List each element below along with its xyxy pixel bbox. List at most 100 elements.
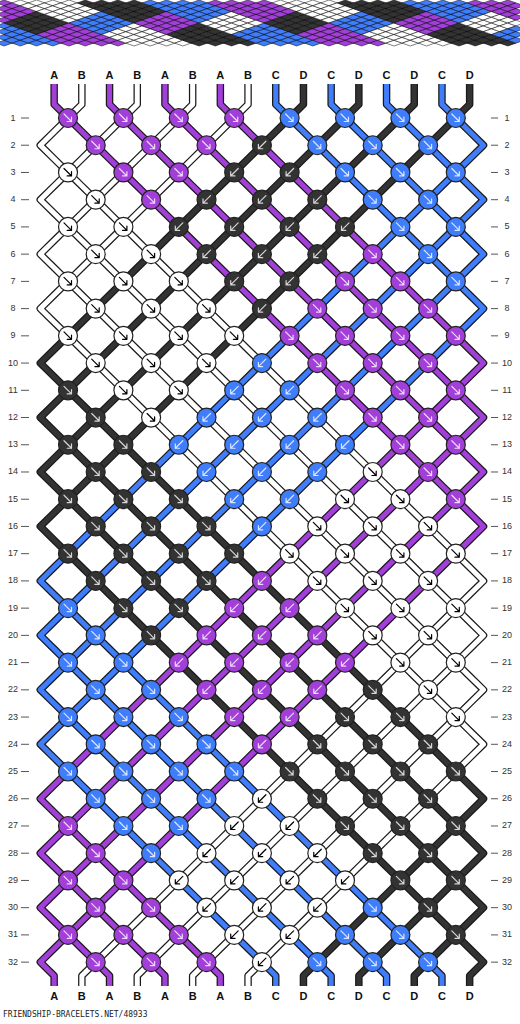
strand-letter: A (161, 991, 169, 1002)
strand-line (40, 84, 483, 986)
knot (363, 408, 382, 427)
watermark: FRIENDSHIP-BRACELETS.NET/48933 (3, 1011, 148, 1019)
knot-arrow (175, 876, 183, 884)
knot-arrow (119, 768, 127, 776)
knot-circle (169, 490, 188, 509)
knot-arrow (203, 522, 211, 530)
knot-arrow (396, 441, 404, 449)
knot (391, 326, 410, 345)
knot-circle (446, 925, 465, 944)
knot-circle (419, 517, 438, 536)
knot (336, 871, 355, 890)
knot-circle (419, 299, 438, 318)
knot-arrow (369, 795, 377, 803)
knot-arrow (424, 414, 432, 422)
knot (59, 925, 78, 944)
knot-circle (336, 544, 355, 563)
knot (252, 462, 271, 481)
strand-line (40, 84, 483, 986)
knot-circle (142, 789, 161, 808)
knot (419, 898, 438, 917)
strand-letter: D (299, 70, 307, 81)
knot-circle (197, 735, 216, 754)
knot-circle (225, 490, 244, 509)
knot (225, 925, 244, 944)
knot-circle (363, 354, 382, 373)
row-number: 15 (502, 495, 512, 504)
knot (336, 163, 355, 182)
knot-circle (86, 898, 105, 917)
knot-arrow (424, 577, 432, 585)
knot-circle (169, 435, 188, 454)
knot-circle (169, 708, 188, 727)
preview-knot (508, 20, 520, 26)
knot (419, 245, 438, 264)
knot-circle (225, 217, 244, 236)
row-tick (21, 717, 29, 718)
knot (142, 408, 161, 427)
knot-arrow (313, 577, 321, 585)
row-tick (491, 689, 498, 690)
knot-circle (446, 435, 465, 454)
preview-knot (248, 26, 264, 32)
knot-circle (114, 599, 133, 618)
knot-circle (446, 599, 465, 618)
row-tick (21, 254, 29, 255)
strand-letter: D (355, 991, 363, 1002)
row-tick (21, 363, 29, 364)
row-tick (21, 118, 29, 119)
knot-circle (391, 599, 410, 618)
knot-arrow (231, 713, 239, 721)
strand-outline (40, 84, 483, 986)
knot (252, 626, 271, 645)
row-tick (491, 580, 498, 581)
knot-arrow (231, 441, 239, 449)
strand-outline (40, 84, 483, 986)
row-number: 31 (8, 930, 18, 939)
knot (419, 789, 438, 808)
knot (252, 245, 271, 264)
row-number: 32 (8, 958, 18, 967)
knot (142, 680, 161, 699)
knot (114, 272, 133, 291)
knot-circle (308, 517, 327, 536)
knot-circle (197, 898, 216, 917)
knot (391, 544, 410, 563)
row-tick (491, 281, 498, 282)
knot-arrow (175, 550, 183, 558)
knot-arrow (64, 386, 72, 394)
strand-letter: D (410, 991, 418, 1002)
knot-circle (280, 435, 299, 454)
knot-arrow (424, 958, 432, 966)
strand-fill (40, 84, 483, 986)
knot-circle (86, 953, 105, 972)
knot (363, 462, 382, 481)
knot (252, 735, 271, 754)
knot-circle (446, 816, 465, 835)
knot-circle (169, 326, 188, 345)
row-number: 14 (8, 467, 18, 476)
row-tick (491, 199, 498, 200)
knot-arrow (369, 522, 377, 530)
knot (197, 517, 216, 536)
knot-arrow (341, 386, 349, 394)
preview-knot (508, 14, 520, 20)
knot (59, 762, 78, 781)
knot-arrow (341, 168, 349, 176)
knot (59, 326, 78, 345)
knot-arrow (424, 359, 432, 367)
knot-circle (142, 136, 161, 155)
knot-arrow (203, 196, 211, 204)
preview-knot (508, 37, 520, 43)
knot-circle (142, 626, 161, 645)
knot-arrow (175, 659, 183, 667)
row-number: 32 (502, 958, 512, 967)
knot-arrow (313, 958, 321, 966)
knot-circle (336, 816, 355, 835)
knot-arrow (369, 849, 377, 857)
knot (114, 925, 133, 944)
knot-circle (336, 272, 355, 291)
knot (446, 653, 465, 672)
knot-arrow (175, 495, 183, 503)
knot (86, 245, 105, 264)
